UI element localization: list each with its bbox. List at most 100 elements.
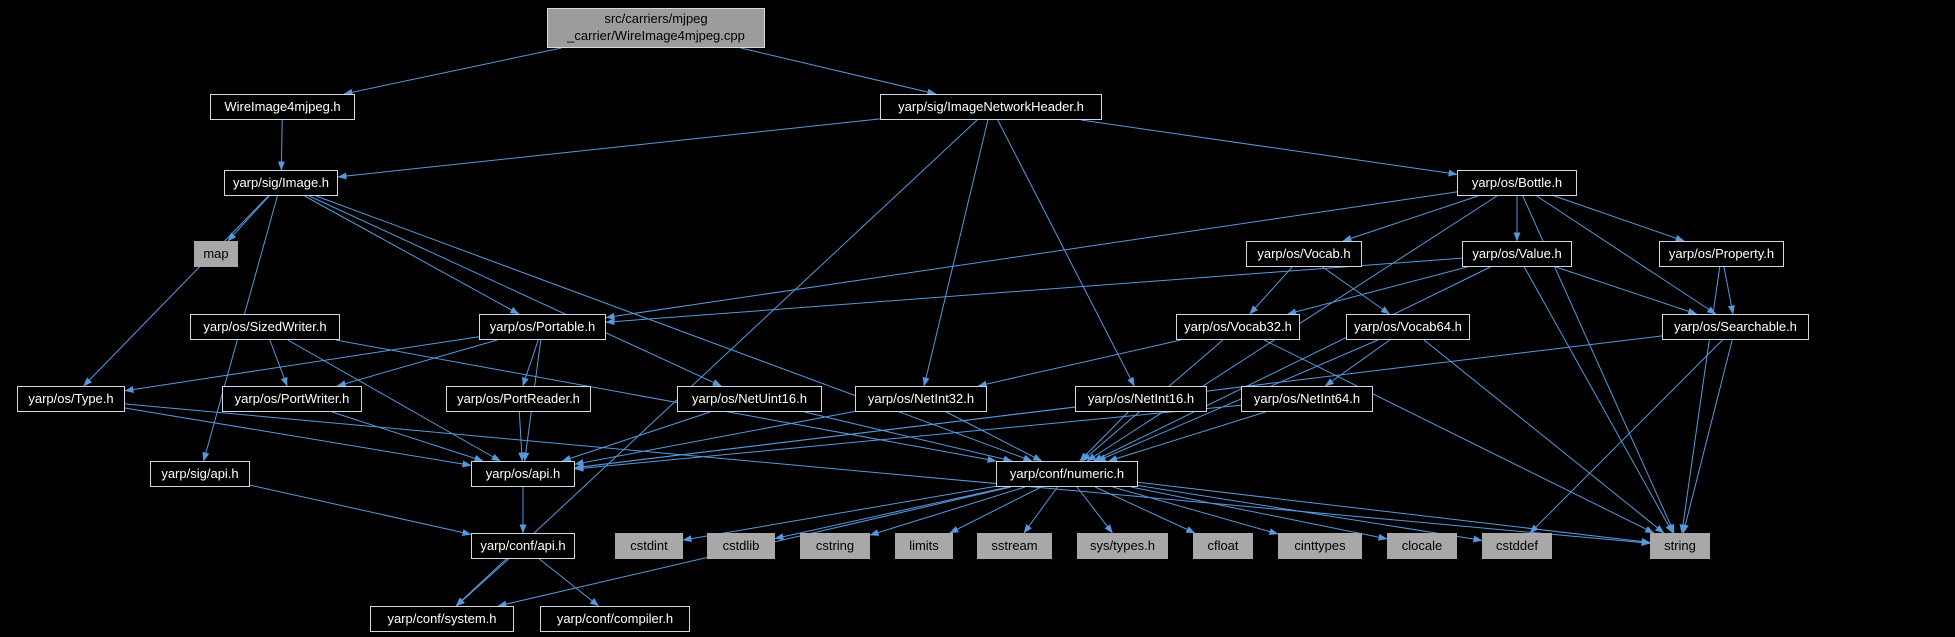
graph-node-netint32_h[interactable]: yarp/os/NetInt32.h (855, 386, 987, 412)
edge-conf_api_h-to-system_h (456, 558, 509, 607)
edge-value_h-to-portable_h (605, 257, 1463, 326)
edge-vocab32_h-to-netint32_h (977, 339, 1181, 388)
graph-node-wireimage4mjpeg_h[interactable]: WireImage4mjpeg.h (210, 94, 355, 120)
edge-bottle_h-to-vocab_h (1342, 195, 1479, 242)
graph-node-cstdint: cstdint (615, 533, 683, 559)
edge-image_h-to-numeric_h (315, 195, 1033, 462)
graph-node-os_api_h[interactable]: yarp/os/api.h (471, 461, 575, 487)
edge-property_h-to-string (1679, 266, 1721, 534)
edge-property_h-to-searchable_h (1723, 266, 1735, 315)
edge-vocab_h-to-vocab32_h (1249, 266, 1293, 315)
edge-value_h-to-string (1523, 266, 1674, 534)
edge-bottle_h-to-property_h (1554, 195, 1685, 242)
edge-numeric_h-to-limits (949, 486, 1042, 534)
edge-portable_h-to-type_h (124, 336, 480, 393)
edges-group (83, 47, 1735, 608)
graph-node-sizedwriter_h[interactable]: yarp/os/SizedWriter.h (190, 314, 340, 340)
graph-node-vocab32_h[interactable]: yarp/os/Vocab32.h (1176, 314, 1300, 340)
graph-node-cpp[interactable]: src/carriers/mjpeg _carrier/WireImage4mj… (547, 8, 765, 48)
edge-portable_h-to-portreader_h (522, 339, 539, 387)
graph-node-portreader_h[interactable]: yarp/os/PortReader.h (446, 386, 591, 412)
edge-vocab64_h-to-netint64_h (1324, 339, 1391, 387)
graph-node-property_h[interactable]: yarp/os/Property.h (1659, 241, 1784, 267)
graph-node-searchable_h[interactable]: yarp/os/Searchable.h (1662, 314, 1809, 340)
edge-imagenetworkheader_h-to-bottle_h (1080, 119, 1458, 177)
graph-node-clocale: clocale (1387, 533, 1457, 559)
edge-vocab32_h-to-string (1263, 339, 1655, 534)
edge-bottle_h-to-searchable_h (1536, 195, 1717, 315)
graph-node-netint16_h[interactable]: yarp/os/NetInt16.h (1075, 386, 1207, 412)
edge-imagenetworkheader_h-to-image_h (337, 118, 881, 180)
edge-sig_api_h-to-conf_api_h (249, 484, 472, 536)
graph-node-vocab_h[interactable]: yarp/os/Vocab.h (1246, 241, 1362, 267)
edge-image_h-to-portable_h (304, 195, 520, 315)
edge-searchable_h-to-string (1681, 339, 1733, 534)
edge-imagenetworkheader_h-to-netint32_h (922, 119, 989, 387)
edge-netint32_h-to-numeric_h (946, 411, 1043, 462)
edge-netuint16_h-to-numeric_h (804, 411, 1013, 463)
graph-node-sstream: sstream (977, 533, 1052, 559)
graph-node-map: map (194, 241, 238, 267)
edge-type_h-to-os_api_h (124, 407, 472, 468)
edge-netint64_h-to-numeric_h (1108, 411, 1266, 462)
graph-node-value_h[interactable]: yarp/os/Value.h (1462, 241, 1572, 267)
edge-image_h-to-type_h (83, 195, 269, 387)
edge-value_h-to-searchable_h (1555, 266, 1698, 315)
edge-imagenetworkheader_h-to-system_h (455, 119, 978, 607)
edge-numeric_h-to-cstdlib (774, 486, 1009, 541)
edge-numeric_h-to-sys_types_h (1076, 486, 1113, 534)
graph-node-sys_types_h: sys/types.h (1077, 533, 1168, 559)
edge-bottle_h-to-portable_h (605, 191, 1458, 320)
edge-numeric_h-to-cinttypes (1112, 486, 1279, 536)
graph-node-numeric_h[interactable]: yarp/conf/numeric.h (996, 461, 1138, 487)
edge-numeric_h-to-sstream (1023, 486, 1058, 534)
graph-node-portwriter_h[interactable]: yarp/os/PortWriter.h (222, 386, 362, 412)
edge-netuint16_h-to-os_api_h (561, 411, 711, 462)
edge-imagenetworkheader_h-to-netint16_h (997, 119, 1135, 387)
edge-image_h-to-map (227, 195, 270, 242)
edge-sizedwriter_h-to-numeric_h (335, 339, 997, 463)
graph-node-compiler_h[interactable]: yarp/conf/compiler.h (540, 606, 690, 632)
edge-netint16_h-to-numeric_h (1079, 411, 1129, 462)
edge-image_h-to-netuint16_h (308, 195, 722, 387)
graph-node-imagenetworkheader_h[interactable]: yarp/sig/ImageNetworkHeader.h (880, 94, 1102, 120)
edge-netint16_h-to-os_api_h (574, 406, 1076, 471)
edge-wireimage4mjpeg_h-to-image_h (277, 119, 285, 171)
graph-node-image_h[interactable]: yarp/sig/Image.h (224, 170, 338, 196)
graph-node-type_h[interactable]: yarp/os/Type.h (17, 386, 125, 412)
graph-node-limits: limits (895, 533, 953, 559)
edge-value_h-to-vocab32_h (1287, 266, 1468, 316)
edge-vocab_h-to-vocab64_h (1322, 266, 1390, 315)
edge-numeric_h-to-cstring (869, 486, 1026, 536)
edge-portreader_h-to-os_api_h (518, 411, 526, 462)
graph-node-bottle_h[interactable]: yarp/os/Bottle.h (1457, 170, 1577, 196)
edge-numeric_h-to-string (1137, 481, 1651, 545)
edge-portwriter_h-to-os_api_h (331, 411, 484, 462)
edge-netint32_h-to-os_api_h (574, 410, 856, 467)
edge-vocab64_h-to-numeric_h (1096, 339, 1378, 462)
graph-node-cstddef: cstddef (1482, 533, 1552, 559)
graph-node-conf_api_h[interactable]: yarp/conf/api.h (471, 533, 575, 559)
graph-node-vocab64_h[interactable]: yarp/os/Vocab64.h (1346, 314, 1470, 340)
edge-numeric_h-to-clocale (1131, 486, 1388, 541)
edge-numeric_h-to-cstdint (682, 485, 997, 543)
graph-node-portable_h[interactable]: yarp/os/Portable.h (479, 314, 606, 340)
graph-node-cstring: cstring (800, 533, 870, 559)
graph-node-cfloat: cfloat (1193, 533, 1253, 559)
graph-node-cinttypes: cinttypes (1278, 533, 1362, 559)
edge-cpp-to-imagenetworkheader_h (740, 47, 937, 96)
graph-node-netuint16_h[interactable]: yarp/os/NetUint16.h (677, 386, 822, 412)
edge-cpp-to-wireimage4mjpeg_h (343, 47, 562, 96)
graph-node-string: string (1650, 533, 1710, 559)
edge-sizedwriter_h-to-portwriter_h (269, 339, 288, 387)
edge-type_h-to-string (124, 403, 1651, 547)
edge-numeric_h-to-cfloat (1094, 486, 1196, 534)
graph-node-sig_api_h[interactable]: yarp/sig/api.h (150, 461, 250, 487)
edge-portable_h-to-portwriter_h (336, 339, 498, 388)
edge-conf_api_h-to-compiler_h (539, 558, 599, 607)
edge-vocab64_h-to-string (1423, 339, 1665, 534)
graph-node-netint64_h[interactable]: yarp/os/NetInt64.h (1241, 386, 1373, 412)
graph-node-system_h[interactable]: yarp/conf/system.h (370, 606, 514, 632)
